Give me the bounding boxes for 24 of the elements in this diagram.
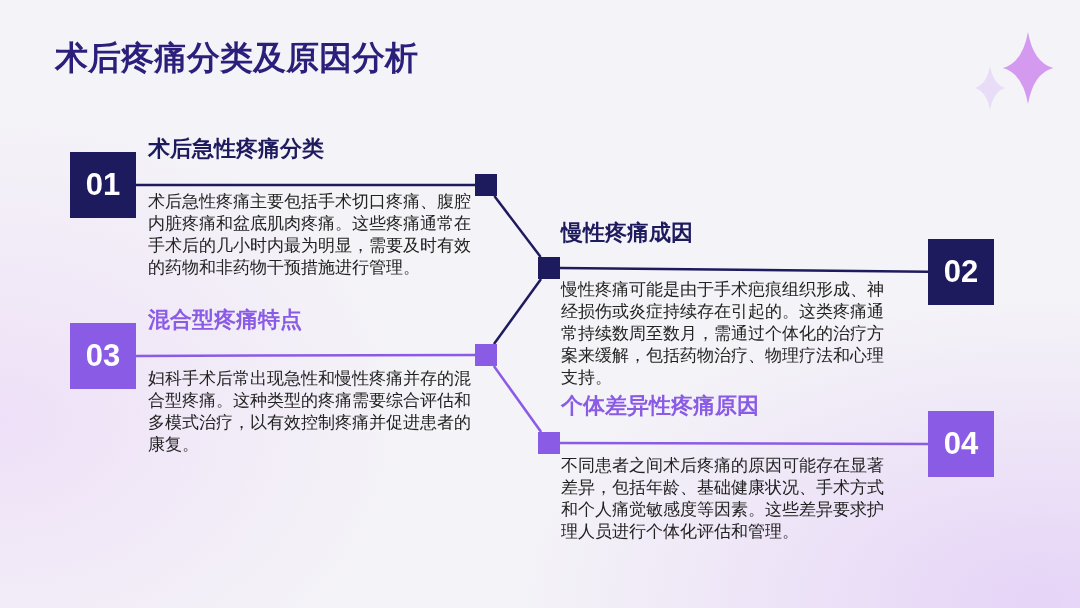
connector-line bbox=[136, 353, 475, 358]
connector-square bbox=[538, 257, 560, 279]
connector-square bbox=[475, 174, 497, 196]
number-box: 02 bbox=[928, 239, 994, 305]
section-description: 妇科手术后常出现急性和慢性疼痛并存的混合型疼痛。这种类型的疼痛需要综合评估和多模式治疗，以有效控制疼痛并促进患者的康复。 bbox=[148, 367, 472, 455]
connector-line bbox=[136, 183, 475, 187]
section-heading: 混合型疼痛特点 bbox=[148, 307, 302, 334]
connector-line bbox=[560, 441, 928, 446]
number-box: 04 bbox=[928, 411, 994, 477]
slide-title: 术后疼痛分类及原因分析 bbox=[55, 37, 418, 79]
connector-line bbox=[492, 365, 543, 433]
number-box: 01 bbox=[70, 152, 136, 218]
number-box: 03 bbox=[70, 323, 136, 389]
section-description: 术后急性疼痛主要包括手术切口疼痛、腹腔内脏疼痛和盆底肌肉疼痛。这些疼痛通常在手术后的几小时内最为明显，需要及时有效的药物和非药物干预措施进行管理。 bbox=[148, 190, 472, 278]
connector-line bbox=[560, 266, 928, 273]
connector-line bbox=[492, 278, 543, 345]
section-heading: 术后急性疼痛分类 bbox=[148, 136, 324, 163]
connector-square bbox=[475, 344, 497, 366]
section-heading: 个体差异性疼痛原因 bbox=[561, 393, 759, 420]
section-heading: 慢性疼痛成因 bbox=[561, 220, 693, 247]
section-description: 不同患者之间术后疼痛的原因可能存在显著差异，包括年龄、基础健康状况、手术方式和个人痛觉敏感度等因素。这些差异要求护理人员进行个体化评估和管理。 bbox=[561, 454, 885, 542]
section-description: 慢性疼痛可能是由于手术疤痕组织形成、神经损伤或炎症持续存在引起的。这类疼痛通常持续数周至数月，需通过个体化的治疗方案来缓解，包括药物治疗、物理疗法和心理支持。 bbox=[561, 278, 885, 388]
connector-line bbox=[493, 195, 542, 258]
connector-square bbox=[538, 432, 560, 454]
